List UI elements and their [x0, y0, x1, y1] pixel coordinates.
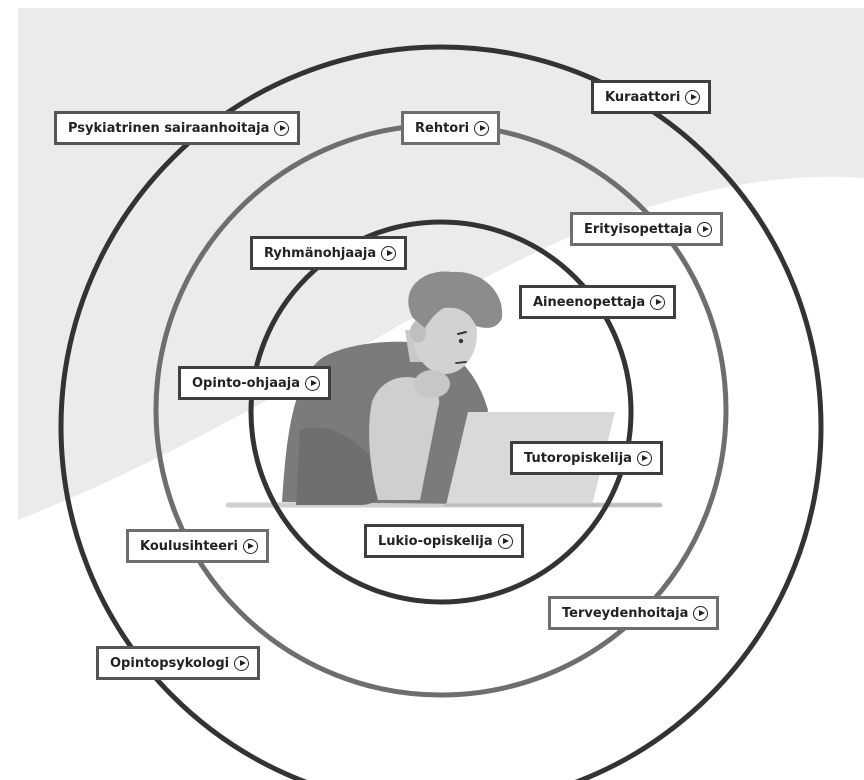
play-circle-icon: [381, 245, 397, 261]
role-button-koulusihteeri[interactable]: Koulusihteeri: [126, 529, 269, 563]
role-label: Ryhmänohjaaja: [264, 245, 377, 261]
role-button-ryhmanohjaaja[interactable]: Ryhmänohjaaja: [250, 236, 408, 270]
play-circle-icon: [497, 533, 513, 549]
play-circle-icon: [650, 294, 666, 310]
play-circle-icon: [274, 120, 290, 136]
student-at-laptop-illustration: [225, 271, 663, 508]
role-label: Terveydenhoitaja: [562, 605, 689, 621]
role-label: Opintopsykologi: [110, 655, 230, 671]
inner-ring: [248, 219, 634, 605]
role-button-psykiatrinen-sairaanhoitaja[interactable]: Psykiatrinen sairaanhoitaja: [54, 111, 301, 145]
role-button-kuraattori[interactable]: Kuraattori: [591, 80, 712, 114]
role-label: Kuraattori: [605, 89, 681, 105]
role-button-opintopsykologi[interactable]: Opintopsykologi: [96, 646, 261, 680]
play-circle-icon: [242, 538, 258, 554]
role-label: Tutoropiskelija: [524, 450, 632, 466]
play-circle-icon: [693, 605, 709, 621]
role-label: Erityisopettaja: [584, 221, 693, 237]
role-label: Opinto-ohjaaja: [192, 375, 301, 391]
outer-ring: [58, 44, 824, 780]
play-circle-icon: [474, 120, 490, 136]
role-button-lukio-opiskelija[interactable]: Lukio-opiskelija: [364, 524, 524, 558]
play-circle-icon: [636, 450, 652, 466]
role-button-terveydenhoitaja[interactable]: Terveydenhoitaja: [548, 596, 720, 630]
role-button-rehtori[interactable]: Rehtori: [401, 111, 501, 145]
role-button-aineenopettaja[interactable]: Aineenopettaja: [519, 285, 677, 319]
role-label: Psykiatrinen sairaanhoitaja: [68, 120, 270, 136]
play-circle-icon: [697, 221, 713, 237]
role-button-erityisopettaja[interactable]: Erityisopettaja: [570, 212, 724, 246]
play-circle-icon: [305, 375, 321, 391]
role-button-tutoropiskelija[interactable]: Tutoropiskelija: [510, 441, 663, 475]
role-label: Rehtori: [415, 120, 470, 136]
role-label: Lukio-opiskelija: [378, 533, 493, 549]
play-circle-icon: [234, 655, 250, 671]
role-label: Aineenopettaja: [533, 294, 646, 310]
role-button-opinto-ohjaaja[interactable]: Opinto-ohjaaja: [178, 366, 332, 400]
play-circle-icon: [685, 89, 701, 105]
role-label: Koulusihteeri: [140, 538, 238, 554]
